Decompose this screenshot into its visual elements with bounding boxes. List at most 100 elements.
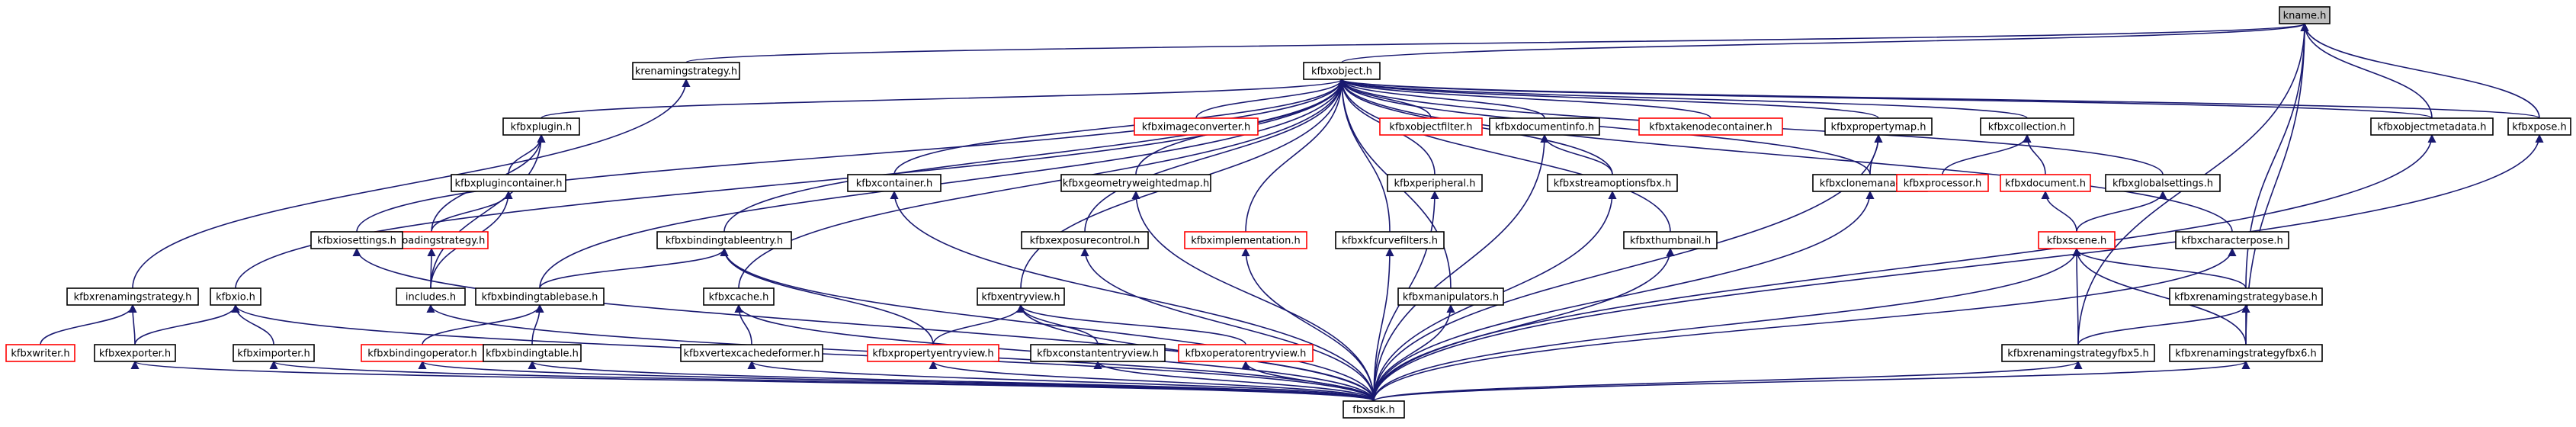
node-kfbxbindingtableentry[interactable]: kfbxbindingtableentry.h: [656, 231, 792, 249]
node-kfbxbindingtablebase[interactable]: kfbxbindingtablebase.h: [475, 287, 605, 306]
node-kfbxbindingtable[interactable]: kfbxbindingtable.h: [483, 344, 582, 362]
node-kfbxbindingoperator[interactable]: kfbxbindingoperator.h: [361, 344, 484, 362]
node-kfbxobject[interactable]: kfbxobject.h: [1303, 62, 1381, 80]
node-kfbxstreamoptionsfbx[interactable]: kfbxstreamoptionsfbx.h: [1547, 174, 1678, 192]
node-box-kfbxentryview: [977, 287, 1065, 306]
node-kfbxpropertyentryview[interactable]: kfbxpropertyentryview.h: [867, 344, 999, 362]
node-kfbxexporter[interactable]: kfbxexporter.h: [94, 344, 176, 362]
node-box-kfbxobjectmetadata: [2370, 117, 2494, 136]
node-label-kfbxplugin: kfbxplugin.h: [511, 122, 573, 133]
node-label-kfbxoperatorentryview: kfbxoperatorentryview.h: [1185, 348, 1307, 360]
node-kfbxobjectfilter[interactable]: kfbxobjectfilter.h: [1379, 117, 1483, 136]
edge-fbxsdk-to-kfbxbindingtable: [528, 360, 1375, 402]
edge-kfbxexporter-to-kfbxio: [134, 303, 240, 345]
node-kfbxmanipulators[interactable]: kfbxmanipulators.h: [1397, 287, 1504, 306]
edge-includes-to-kfbxplugin: [430, 133, 546, 289]
edge-kfbxcharacterpose-to-kfbxobject: [1337, 78, 2233, 233]
node-kfbxexposurecontrol[interactable]: kfbxexposurecontrol.h: [1021, 231, 1149, 249]
edge-kfbxbindingtableentry-to-kfbxobject: [723, 78, 1346, 233]
node-kname: kname.h: [2279, 6, 2331, 24]
node-box-kfbxobjectfilter: [1379, 117, 1483, 136]
node-kfbxloadingstrategy[interactable]: kfbxloadingstrategy.h: [374, 231, 489, 249]
edge-fbxsdk-to-kfbxmanipulators: [1373, 303, 1455, 402]
header-file-nodes: kname.h krenamingstrategy.h kfbxobject.h kf…: [5, 6, 2571, 419]
node-label-kfbxkfcurvefilters: kfbxkfcurvefilters.h: [1342, 236, 1438, 247]
node-kfbxplugin[interactable]: kfbxplugin.h: [502, 117, 580, 136]
node-box-kfbxrenamingstrategybase: [2169, 287, 2323, 306]
node-box-kfbxpropertyentryview: [867, 344, 999, 362]
node-label-kfbxtakenodecontainer: kfbxtakenodecontainer.h: [1649, 122, 1772, 133]
node-kfbxcharacterpose[interactable]: kfbxcharacterpose.h: [2175, 231, 2289, 249]
node-fbxsdk[interactable]: fbxsdk.h: [1343, 400, 1405, 419]
node-kfbximporter[interactable]: kfbximporter.h: [233, 344, 315, 362]
edge-kfbxstreamoptionsfbx-to-kfbxdocumentinfo: [1540, 133, 1613, 175]
node-box-fbxsdk: [1343, 400, 1405, 419]
edge-fbxsdk-to-kfbxpose: [1373, 133, 2544, 402]
node-kfbxthumbnail[interactable]: kfbxthumbnail.h: [1623, 231, 1718, 249]
node-box-kfbxtakenodecontainer: [1638, 117, 1783, 136]
node-label-kfbximplementation: kfbximplementation.h: [1191, 236, 1300, 247]
edge-kfbxpose-to-kfbxobject: [1338, 78, 2540, 119]
node-kfbxperipheral[interactable]: kfbxperipheral.h: [1387, 174, 1483, 192]
node-label-includes: includes.h: [406, 292, 456, 303]
node-kfbximplementation[interactable]: kfbximplementation.h: [1184, 231, 1307, 249]
node-kfbxpose[interactable]: kfbxpose.h: [2507, 117, 2571, 136]
node-kfbxpropertymap[interactable]: kfbxpropertymap.h: [1824, 117, 1933, 136]
node-kfbxprocessor[interactable]: kfbxprocessor.h: [1896, 174, 1989, 192]
edge-kfbxpropertymap-to-kfbxobject: [1337, 78, 1879, 119]
edge-kfbxconstantentryview-to-kfbxentryview: [1016, 303, 1099, 345]
node-label-fbxsdk: fbxsdk.h: [1352, 405, 1394, 416]
node-kfbxcollection[interactable]: kfbxcollection.h: [1980, 117, 2074, 136]
node-kfbxkfcurvefilters[interactable]: kfbxkfcurvefilters.h: [1335, 231, 1445, 249]
node-kfbxrenamingstrategyfbx5[interactable]: kfbxrenamingstrategyfbx5.h: [2001, 344, 2155, 362]
node-box-kfbxscene: [2038, 231, 2116, 249]
node-includes[interactable]: includes.h: [396, 287, 466, 306]
node-kfbxio[interactable]: kfbxio.h: [210, 287, 261, 306]
node-kfbxgeometryweightedmap[interactable]: kfbxgeometryweightedmap.h: [1060, 174, 1211, 192]
node-label-kfbxexporter: kfbxexporter.h: [99, 348, 171, 360]
edge-kfbxdocument-to-kfbxcollection: [2023, 133, 2046, 175]
node-box-kfbxperipheral: [1387, 174, 1483, 192]
node-kfbxwriter[interactable]: kfbxwriter.h: [5, 344, 75, 362]
edge-kfbxkfcurvefilters-to-kfbxobject: [1337, 78, 1391, 233]
node-kfbxvertexcachedeformer[interactable]: kfbxvertexcachedeformer.h: [680, 344, 823, 362]
node-label-kfbxrenamingstrategyfbx5: kfbxrenamingstrategyfbx5.h: [2007, 348, 2148, 360]
node-label-kfbxpropertymap: kfbxpropertymap.h: [1831, 122, 1926, 133]
node-label-kfbxiosettings: kfbxiosettings.h: [317, 236, 396, 247]
node-label-kfbxbindingtable: kfbxbindingtable.h: [486, 348, 579, 360]
edge-kfbxplugin-to-kfbxobject: [541, 78, 1346, 119]
node-kfbxrenamingstrategyfbx6[interactable]: kfbxrenamingstrategyfbx6.h: [2169, 344, 2323, 362]
node-box-kfbximporter: [233, 344, 315, 362]
node-kfbxdocumentinfo[interactable]: kfbxdocumentinfo.h: [1489, 117, 1600, 136]
node-kfbxcache[interactable]: kfbxcache.h: [703, 287, 775, 306]
edge-kfbxpropertyentryview-to-kfbxentryview: [932, 303, 1025, 345]
node-kfbxdocument[interactable]: kfbxdocument.h: [2000, 174, 2091, 192]
node-kfbxcontainer[interactable]: kfbxcontainer.h: [847, 174, 942, 192]
node-kfbxoperatorentryview[interactable]: kfbxoperatorentryview.h: [1178, 344, 1314, 362]
edge-kfbxcollection-to-kfbxobject: [1337, 78, 2028, 119]
node-kfbxtakenodecontainer[interactable]: kfbxtakenodecontainer.h: [1638, 117, 1783, 136]
node-kfbxiosettings[interactable]: kfbxiosettings.h: [310, 231, 403, 249]
edge-kfbxoperatorentryview-to-kfbxentryview: [1016, 303, 1246, 345]
node-krenamingstrategy[interactable]: krenamingstrategy.h: [632, 62, 740, 80]
node-label-kfbxstreamoptionsfbx: kfbxstreamoptionsfbx.h: [1554, 178, 1671, 190]
node-label-kfbxbindingoperator: kfbxbindingoperator.h: [367, 348, 477, 360]
edge-kfbxexposurecontrol-to-kfbxobject: [1084, 78, 1346, 233]
node-kfbxscene[interactable]: kfbxscene.h: [2038, 231, 2116, 249]
node-box-kfbxrenamingstrategyfbx6: [2169, 344, 2323, 362]
node-label-kfbxcache: kfbxcache.h: [709, 292, 769, 303]
edge-kfbxcontainer-to-kfbxobject: [893, 78, 1346, 175]
node-kfbxobjectmetadata[interactable]: kfbxobjectmetadata.h: [2370, 117, 2494, 136]
edge-fbxsdk-to-kfbxexporter: [131, 360, 1375, 402]
node-box-kfbxoperatorentryview: [1178, 344, 1314, 362]
node-box-kfbxplugin: [502, 117, 580, 136]
edge-fbxsdk-to-kfbxoperatorentryview: [1241, 360, 1375, 402]
node-kfbxrenamingstrategybase[interactable]: kfbxrenamingstrategybase.h: [2169, 287, 2323, 306]
node-kfbxconstantentryview[interactable]: kfbxconstantentryview.h: [1030, 344, 1166, 362]
node-kfbxplugincontainer[interactable]: kfbxplugincontainer.h: [451, 174, 566, 192]
node-kfbxglobalsettings[interactable]: kfbxglobalsettings.h: [2105, 174, 2221, 192]
node-kfbximageconverter[interactable]: kfbximageconverter.h: [1134, 117, 1259, 136]
node-kfbxentryview[interactable]: kfbxentryview.h: [977, 287, 1065, 306]
node-kfbxrenamingstrategy[interactable]: kfbxrenamingstrategy.h: [66, 287, 199, 306]
node-label-krenamingstrategy: krenamingstrategy.h: [635, 66, 737, 78]
